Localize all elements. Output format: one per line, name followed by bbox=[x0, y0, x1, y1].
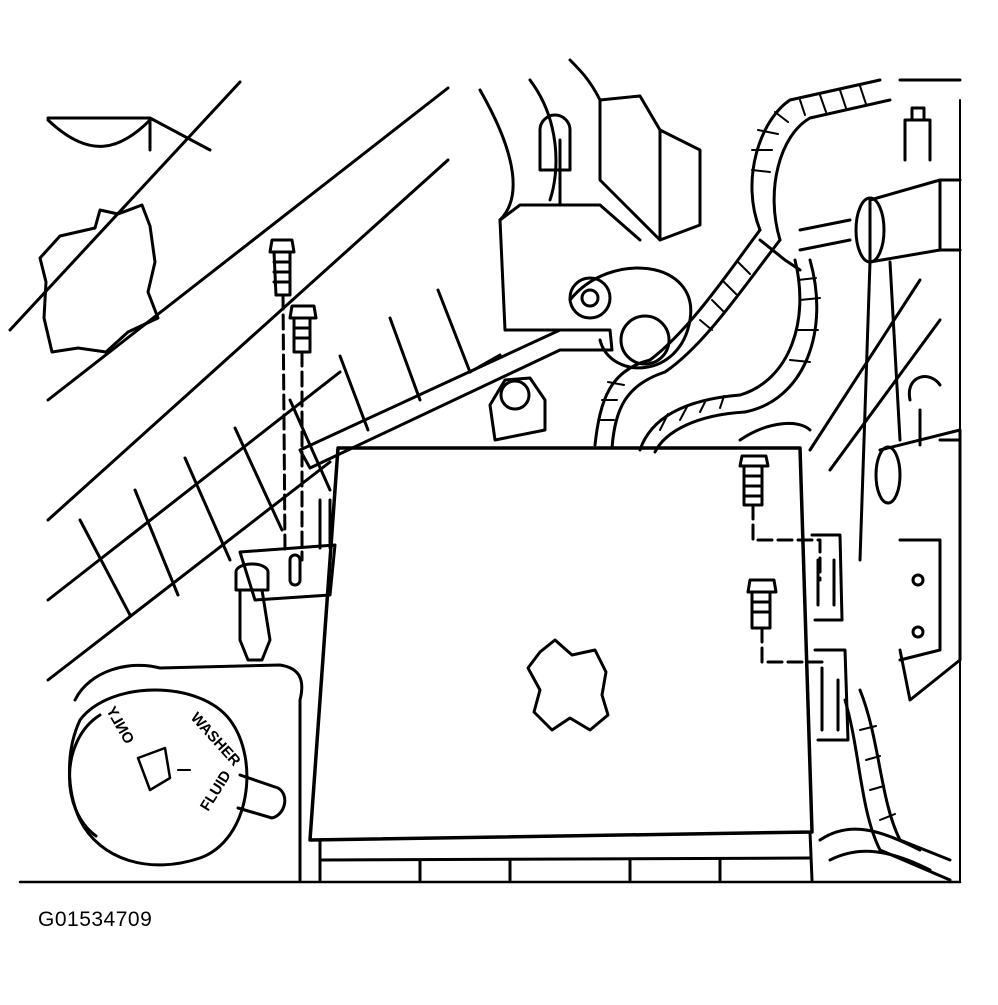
left-module-bolts bbox=[268, 238, 318, 562]
cap-word-washer: WASHER bbox=[187, 709, 244, 769]
oil-filler-cap bbox=[38, 203, 160, 354]
upper-bracket bbox=[478, 58, 702, 370]
cap-word-only: ONLY bbox=[102, 704, 137, 747]
left-bolt-lower bbox=[288, 304, 318, 354]
control-module bbox=[308, 446, 814, 882]
washer-fluid-cap bbox=[68, 688, 287, 867]
washer-fluid-reservoir bbox=[68, 562, 304, 882]
right-bolt-upper bbox=[738, 454, 770, 507]
cap-word-fluid: FLUID bbox=[197, 768, 235, 815]
right-module-bolts bbox=[738, 454, 850, 742]
module-knockout bbox=[526, 638, 610, 732]
left-bolt-upper bbox=[268, 238, 296, 297]
upper-engine-cover bbox=[8, 80, 450, 682]
right-components bbox=[808, 78, 962, 702]
figure-id-caption: G01534709 bbox=[38, 908, 153, 931]
right-bolt-lower bbox=[746, 578, 778, 630]
lower-bracket-bolt bbox=[488, 376, 547, 442]
left-mounting-tab bbox=[238, 498, 337, 602]
wire-harness bbox=[593, 78, 952, 882]
